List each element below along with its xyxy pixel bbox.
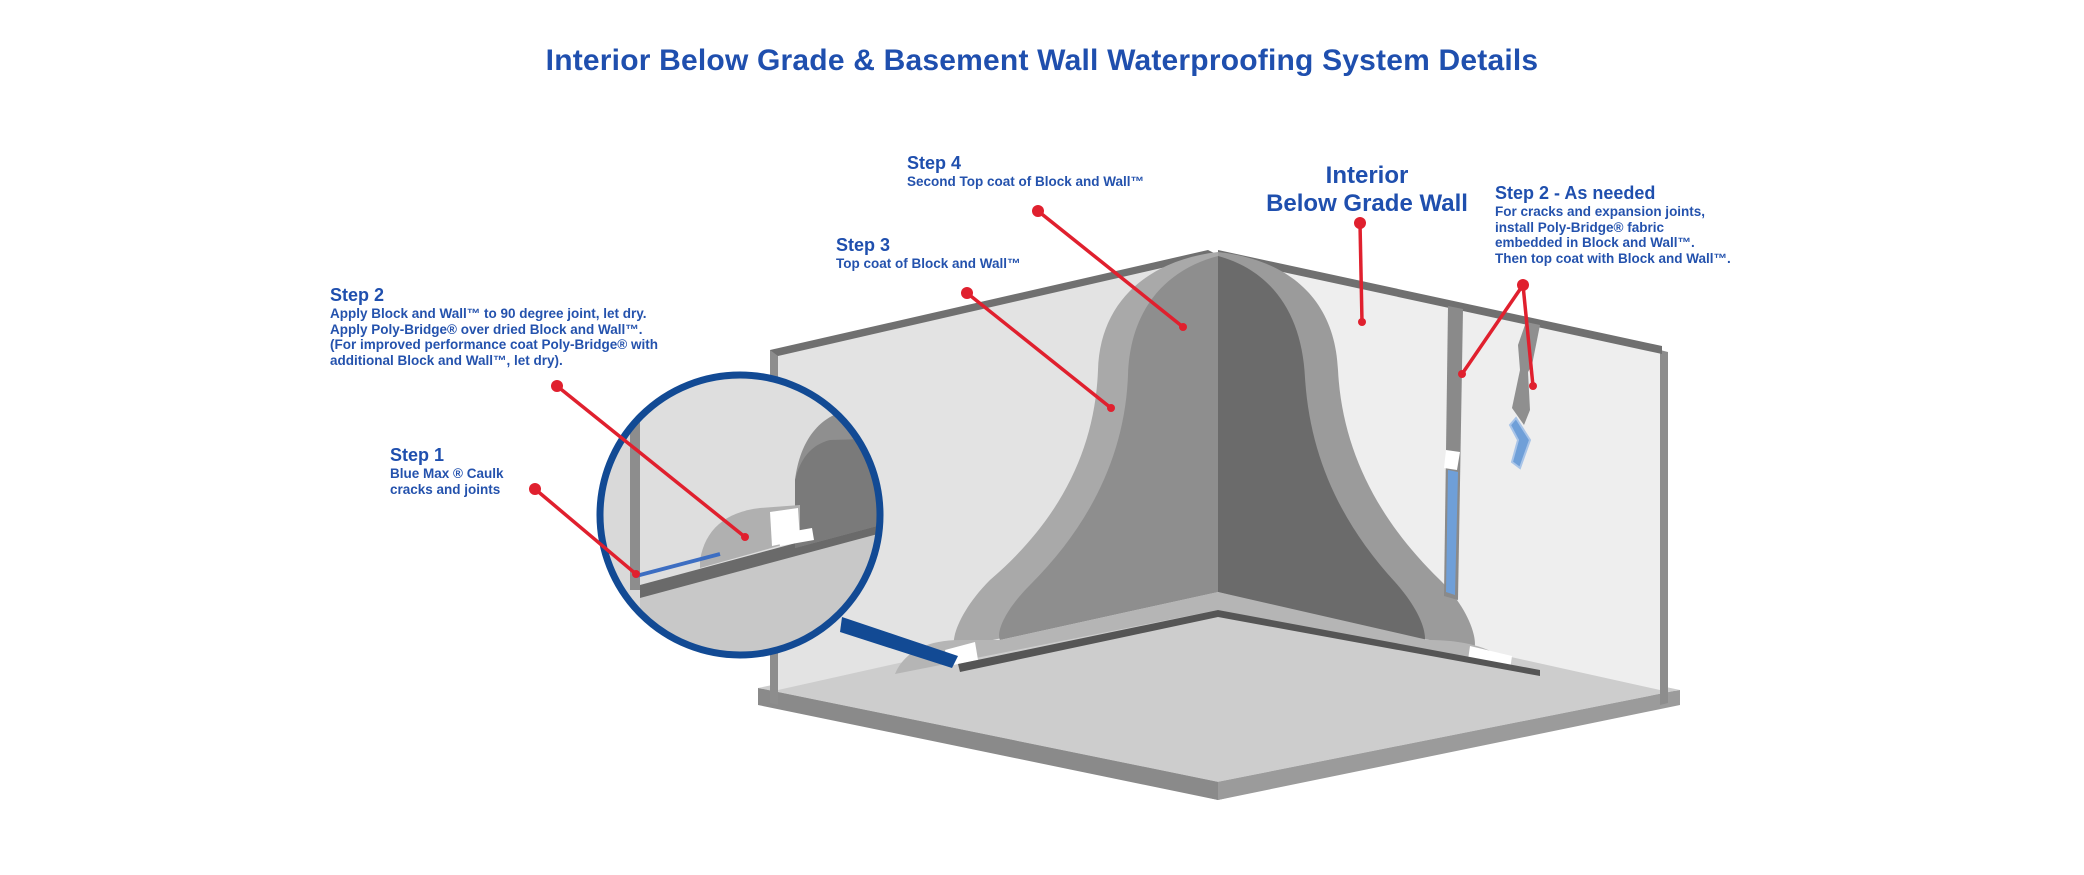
step2b-line2: install Poly-Bridge® fabric — [1495, 219, 1664, 235]
step1-line1: Blue Max ® Caulk — [390, 466, 504, 481]
leader-step1 — [529, 483, 640, 578]
step3-line1: Top coat of Block and Wall™ — [836, 256, 1021, 271]
step3-callout: Step 3 Top coat of Block and Wall™ — [836, 234, 1021, 272]
step4-callout: Step 4 Second Top coat of Block and Wall… — [907, 152, 1144, 190]
crack-repairs — [1444, 306, 1540, 600]
page-title: Interior Below Grade & Basement Wall Wat… — [545, 44, 1539, 77]
step1-heading: Step 1 — [390, 445, 445, 465]
step1-line2: cracks and joints — [390, 481, 501, 497]
leader-step3 — [961, 287, 1115, 412]
step2b-heading: Step 2 - As needed — [1495, 183, 1656, 203]
wall-label-line1: Interior — [1325, 162, 1409, 189]
step2-heading: Step 2 — [330, 285, 385, 305]
leader-wall — [1354, 217, 1366, 326]
step4-line1: Second Top coat of Block and Wall™ — [907, 174, 1145, 189]
step2b-line4: Then top coat with Block and Wall™. — [1495, 250, 1731, 266]
corner-coating — [895, 252, 1540, 676]
step2-line4: additional Block and Wall™, let dry). — [330, 352, 563, 368]
leader-step2 — [551, 380, 749, 541]
step4-heading: Step 4 — [907, 153, 962, 173]
step2b-line3: embedded in Block and Wall™. — [1495, 235, 1695, 250]
step1-callout: Step 1 Blue Max ® Caulk cracks and joint… — [390, 444, 503, 497]
magnifier-connector — [840, 617, 958, 668]
step2-line3: (For improved performance coat Poly-Brid… — [330, 337, 658, 352]
leader-step2b — [1458, 279, 1537, 390]
leader-lines — [529, 205, 1537, 578]
step3-heading: Step 3 — [836, 235, 891, 255]
step2-line2: Apply Poly-Bridge® over dried Block and … — [330, 321, 643, 337]
magnified-detail — [598, 373, 882, 657]
wall-label: Interior Below Grade Wall — [1262, 162, 1472, 218]
wall-label-line2: Below Grade Wall — [1266, 190, 1468, 217]
step2-callout: Step 2 Apply Block and Wall™ to 90 degre… — [330, 284, 658, 368]
magnifier-ring — [596, 371, 884, 659]
step2b-line1: For cracks and expansion joints, — [1495, 204, 1706, 219]
step2-line1: Apply Block and Wall™ to 90 degree joint… — [330, 306, 647, 321]
step2b-callout: Step 2 - As needed For cracks and expans… — [1495, 182, 1731, 266]
leader-step4 — [1032, 205, 1187, 331]
